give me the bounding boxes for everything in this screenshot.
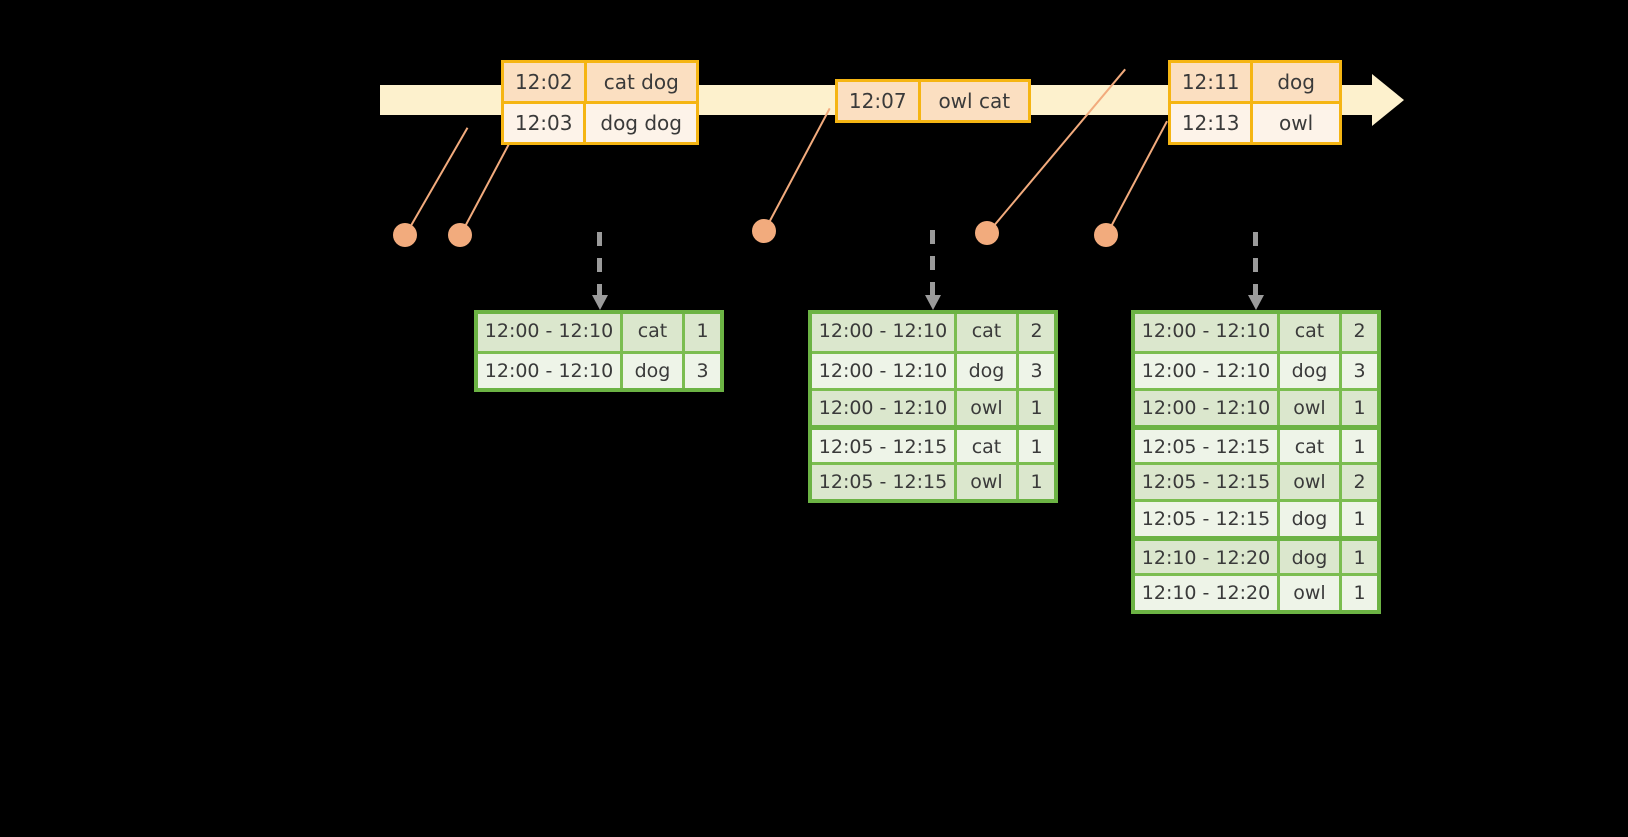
result-key: owl xyxy=(1280,576,1342,610)
result-window: 12:00 - 12:10 xyxy=(1135,391,1280,425)
connector-dot-2 xyxy=(448,223,472,247)
result-key: owl xyxy=(1280,465,1342,499)
result-key: owl xyxy=(1280,391,1342,425)
arrow-stem xyxy=(1253,232,1258,296)
result-count: 1 xyxy=(1353,397,1366,419)
result-window: 12:10 - 12:20 xyxy=(1135,541,1280,573)
result-key: owl xyxy=(957,391,1019,425)
event-row: 12:03 dog dog xyxy=(504,101,696,142)
arrow-stem xyxy=(930,230,935,296)
event-time: 12:03 xyxy=(504,104,587,142)
result-count: 2 xyxy=(1030,320,1043,342)
result-count: 1 xyxy=(1030,397,1043,419)
result-count: 1 xyxy=(696,320,709,342)
result-key: cat xyxy=(1280,430,1342,462)
result-window: 12:00 - 12:10 xyxy=(812,354,957,388)
result-window: 12:00 - 12:10 xyxy=(812,391,957,425)
event-box-2[interactable]: 12:07 owl cat xyxy=(835,79,1031,123)
result-count: 3 xyxy=(1353,360,1366,382)
event-words: dog dog xyxy=(600,111,682,135)
result-count: 1 xyxy=(1030,436,1043,458)
result-count: 1 xyxy=(1353,547,1366,569)
connector-dot-1 xyxy=(393,223,417,247)
result-count: 2 xyxy=(1353,320,1366,342)
result-window: 12:00 - 12:10 xyxy=(478,314,623,351)
result-key: dog xyxy=(623,354,685,388)
connector-line-3 xyxy=(763,107,831,233)
result-window: 12:00 - 12:10 xyxy=(1135,354,1280,388)
dashed-arrow-1 xyxy=(592,232,608,310)
result-window: 12:05 - 12:15 xyxy=(1135,502,1280,536)
result-count: 3 xyxy=(696,360,709,382)
event-row: 12:13 owl xyxy=(1171,101,1339,142)
connector-line-1 xyxy=(404,127,469,237)
arrow-head-icon xyxy=(1248,295,1264,310)
event-time: 12:11 xyxy=(1171,63,1254,101)
result-window: 12:10 - 12:20 xyxy=(1135,576,1280,610)
result-window: 12:05 - 12:15 xyxy=(1135,430,1280,462)
result-key: dog xyxy=(1280,354,1342,388)
result-window: 12:05 - 12:15 xyxy=(1135,465,1280,499)
event-words: dog xyxy=(1277,70,1315,94)
result-window: 12:05 - 12:15 xyxy=(812,465,957,499)
result-key: cat xyxy=(1280,314,1342,351)
connector-dot-5 xyxy=(1094,223,1118,247)
result-count: 1 xyxy=(1353,436,1366,458)
result-key: owl xyxy=(957,465,1019,499)
result-window: 12:05 - 12:15 xyxy=(812,430,957,462)
result-key: dog xyxy=(1280,502,1342,536)
event-row: 12:11 dog xyxy=(1171,63,1339,101)
event-row: 12:02 cat dog xyxy=(504,63,696,101)
event-words: cat dog xyxy=(603,70,679,94)
arrow-stem xyxy=(597,232,602,296)
event-words: owl cat xyxy=(938,89,1011,113)
result-key: cat xyxy=(623,314,685,351)
arrow-head-icon xyxy=(592,295,608,310)
connector-dot-3 xyxy=(752,219,776,243)
result-window: 12:00 - 12:10 xyxy=(1135,314,1280,351)
result-key: dog xyxy=(957,354,1019,388)
result-key: dog xyxy=(1280,541,1342,573)
result-count: 2 xyxy=(1353,471,1366,493)
result-key: cat xyxy=(957,430,1019,462)
timeline-arrowhead-icon xyxy=(1372,74,1404,126)
event-time: 12:13 xyxy=(1171,104,1254,142)
event-time: 12:07 xyxy=(838,82,921,120)
event-row: 12:07 owl cat xyxy=(838,82,1028,120)
dashed-arrow-2 xyxy=(925,230,941,310)
result-window: 12:00 - 12:10 xyxy=(478,354,623,388)
event-box-1[interactable]: 12:02 cat dog 12:03 dog dog xyxy=(501,60,699,145)
event-time: 12:02 xyxy=(504,63,587,101)
connector-line-5 xyxy=(1105,120,1168,237)
connector-dot-4 xyxy=(975,221,999,245)
result-count: 1 xyxy=(1030,471,1043,493)
result-key: cat xyxy=(957,314,1019,351)
event-words: owl xyxy=(1279,111,1314,135)
result-window: 12:00 - 12:10 xyxy=(812,314,957,351)
result-count: 1 xyxy=(1353,508,1366,530)
event-box-3[interactable]: 12:11 dog 12:13 owl xyxy=(1168,60,1342,145)
dashed-arrow-3 xyxy=(1248,232,1264,310)
arrow-head-icon xyxy=(925,295,941,310)
result-count: 1 xyxy=(1353,582,1366,604)
result-count: 3 xyxy=(1030,360,1043,382)
